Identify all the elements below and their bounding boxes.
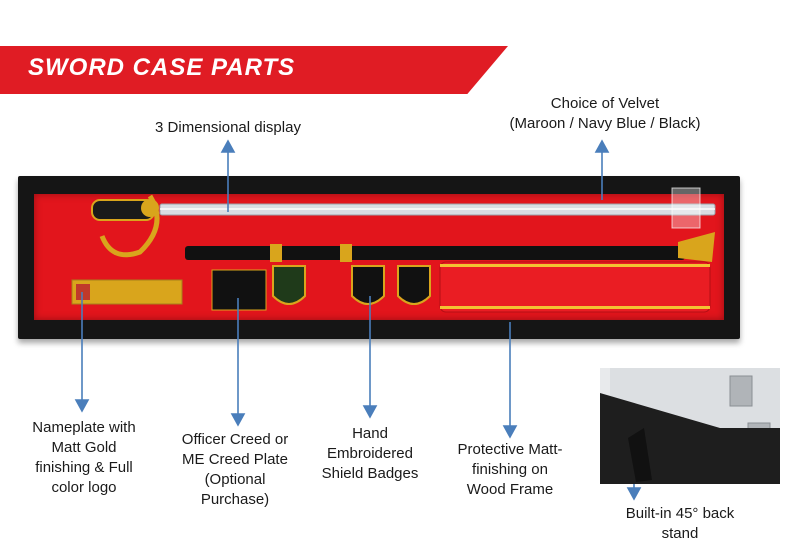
- scabbard: [185, 246, 685, 260]
- arrow-up-icon: [220, 139, 236, 153]
- shield-badge-2: [351, 265, 385, 305]
- sword-sash: [439, 261, 711, 313]
- scabbard-band: [340, 244, 352, 262]
- arrow-down-icon: [502, 425, 518, 439]
- nameplate: [71, 279, 183, 305]
- label-wood-frame: Protective Matt- finishing on Wood Frame: [457, 441, 563, 498]
- sash-trim: [440, 306, 710, 309]
- arrow-up-icon: [594, 139, 610, 153]
- label-nameplate: Nameplate with Matt Gold finishing & Ful…: [32, 419, 136, 496]
- hanger-plate: [729, 375, 753, 407]
- arrow-down-icon: [362, 405, 378, 419]
- back-stand-illustration: [600, 368, 780, 484]
- scabbard-tip: [678, 232, 715, 262]
- label-creed-plate: Officer Creed or ME Creed Plate (Optiona…: [181, 431, 289, 508]
- label-back-stand: Built-in 45° back stand: [625, 505, 735, 542]
- nameplate-logo: [76, 284, 90, 300]
- creed-plate: [211, 269, 267, 311]
- arrow-down-icon: [626, 487, 642, 501]
- arrow-down-icon: [230, 413, 246, 427]
- back-stand-photo: [600, 368, 780, 484]
- label-3d-display: 3 Dimensional display: [155, 119, 301, 136]
- sword-pommel: [141, 199, 159, 217]
- stand-leg: [628, 428, 652, 482]
- blade-highlight: [160, 208, 715, 210]
- label-shield-badges: Hand Embroidered Shield Badges: [321, 425, 419, 482]
- label-velvet: Choice of Velvet (Maroon / Navy Blue / B…: [509, 95, 701, 132]
- acrylic-holder: [671, 187, 701, 229]
- shield-badge-1: [272, 265, 306, 305]
- page-title: SWORD CASE PARTS: [28, 54, 296, 81]
- arrow-down-icon: [74, 399, 90, 413]
- scabbard-band: [270, 244, 282, 262]
- shield-badge-3: [397, 265, 431, 305]
- sash-trim: [440, 264, 710, 267]
- title-banner: SWORD CASE PARTS: [0, 46, 508, 94]
